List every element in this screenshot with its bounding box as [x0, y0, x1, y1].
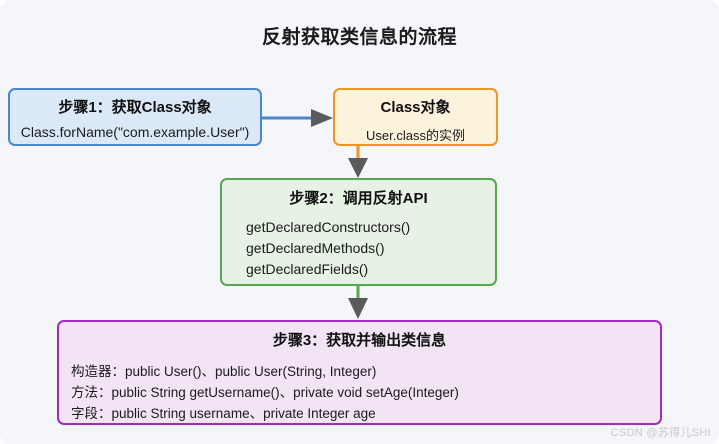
arrow-down-icon — [348, 145, 368, 178]
node-step2[interactable]: 步骤2：调用反射API getDeclaredConstructors() ge… — [220, 178, 497, 286]
node-step3-line-constructors: 构造器：public User()、public User(String, In… — [71, 364, 377, 379]
watermark: CSDN @苏得儿SHI — [610, 427, 711, 439]
node-step2-line: getDeclaredFields() — [246, 261, 369, 277]
node-step2-title: 步骤2：调用反射API — [289, 190, 428, 207]
node-step2-body: getDeclaredConstructors() getDeclaredMet… — [222, 217, 495, 280]
arrow-right-icon — [261, 109, 333, 127]
node-step2-line: getDeclaredMethods() — [246, 240, 385, 256]
arrow-step2-to-step3 — [345, 285, 371, 326]
arrow-class-object-to-step2 — [345, 145, 371, 184]
node-step3-title: 步骤3：获取并输出类信息 — [272, 332, 447, 349]
node-step3[interactable]: 步骤3：获取并输出类信息 构造器：public User()、public Us… — [57, 320, 662, 425]
node-class-object-subtitle: User.class的实例 — [366, 128, 465, 143]
node-step1-title: 步骤1：获取Class对象 — [58, 99, 212, 116]
node-step3-line-fields: 字段：public String username、private Intege… — [71, 406, 376, 421]
arrow-down-icon — [348, 285, 368, 319]
node-step2-line: getDeclaredConstructors() — [246, 219, 411, 235]
node-step3-line-methods: 方法：public String getUsername()、private v… — [71, 385, 459, 400]
page-title: 反射获取类信息的流程 — [261, 27, 457, 48]
node-step3-body: 构造器：public User()、public User(String, In… — [59, 361, 660, 424]
node-class-object-title: Class对象 — [380, 99, 451, 116]
node-step1[interactable]: 步骤1：获取Class对象 Class.forName("com.example… — [8, 88, 262, 146]
node-class-object[interactable]: Class对象 User.class的实例 — [333, 88, 498, 146]
arrow-step1-to-class-object — [261, 105, 337, 136]
node-step1-code: Class.forName("com.example.User") — [20, 124, 250, 140]
